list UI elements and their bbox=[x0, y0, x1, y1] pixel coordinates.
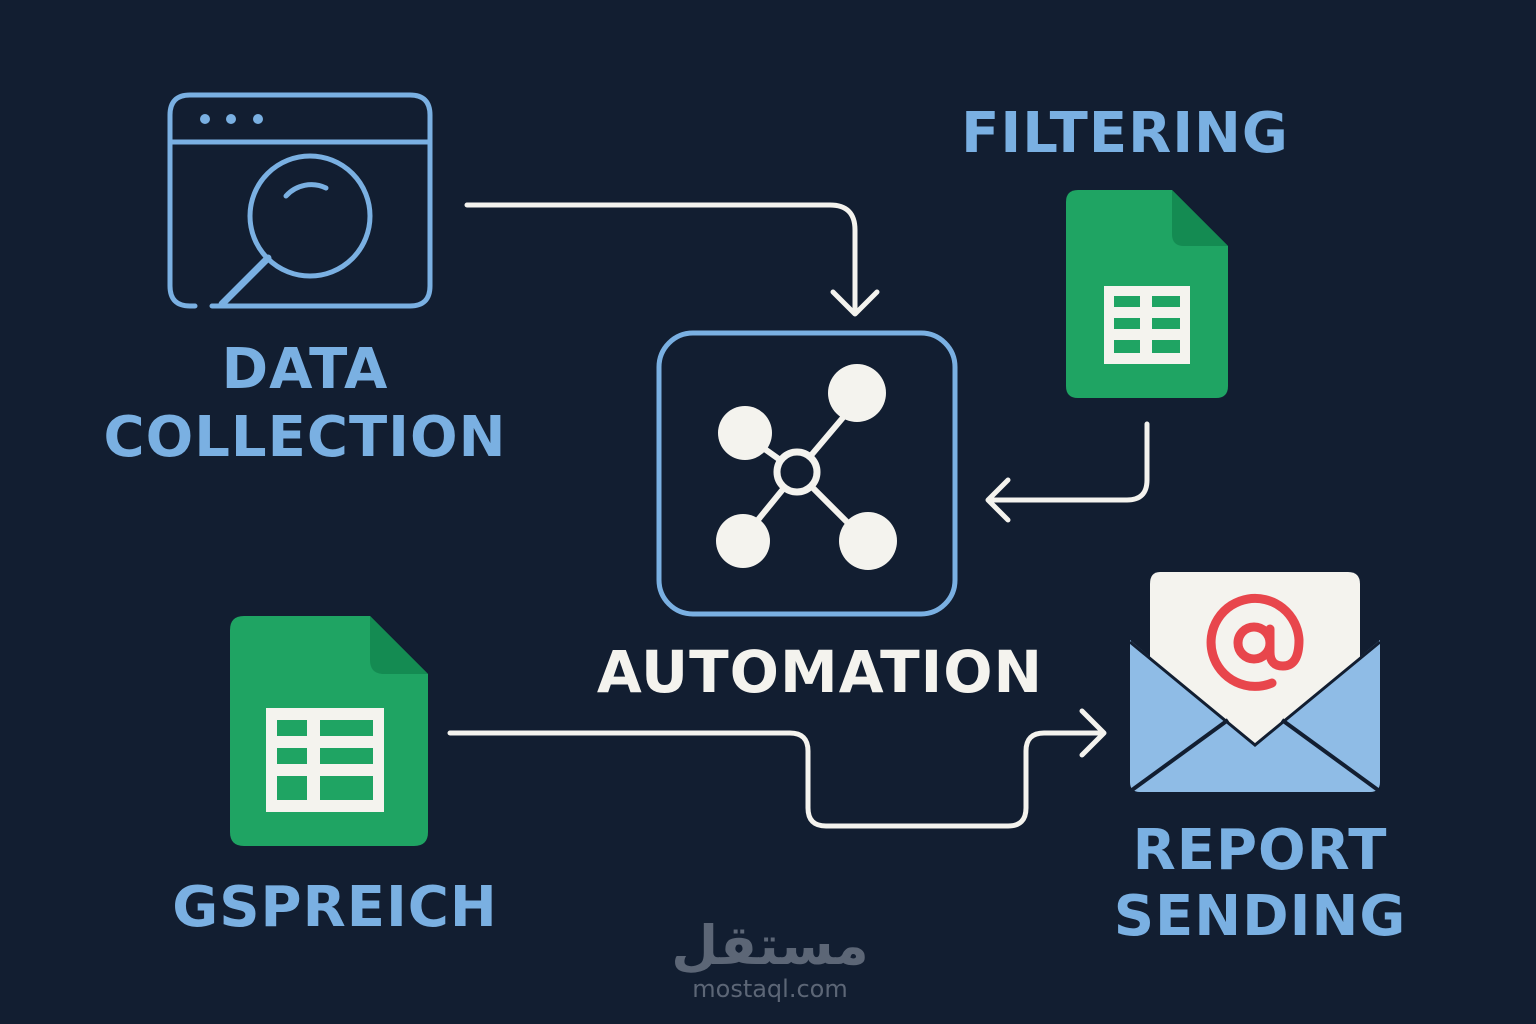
report-sending-label: REPORT SENDING bbox=[1100, 818, 1420, 950]
google-sheets-icon bbox=[1066, 190, 1228, 398]
watermark: مستقل mostaql.com bbox=[640, 918, 900, 1004]
filtering-label: FILTERING bbox=[961, 101, 1289, 166]
automation-label: AUTOMATION bbox=[596, 638, 1044, 706]
data-collection-label-line1: DATA bbox=[221, 337, 389, 402]
at-sign-icon bbox=[1206, 593, 1304, 691]
gspreich-label: GSPREICH bbox=[172, 875, 498, 940]
watermark-url: mostaql.com bbox=[692, 975, 848, 1003]
arrow-filtering-to-automation bbox=[985, 421, 1150, 523]
data-collection-label-line2: COLLECTION bbox=[103, 405, 507, 470]
report-sending-label-line2: SENDING bbox=[1113, 884, 1407, 949]
google-sheets-icon bbox=[230, 616, 428, 846]
data-collection-label: DATA COLLECTION bbox=[95, 336, 515, 472]
arrow-collection-to-automation bbox=[464, 202, 880, 317]
browser-search-icon bbox=[167, 92, 433, 309]
report-sending-label-line1: REPORT bbox=[1132, 818, 1388, 883]
watermark-arabic: مستقل bbox=[671, 914, 869, 977]
email-envelope-icon bbox=[1129, 572, 1381, 792]
arrow-gspreich-to-report bbox=[447, 708, 1107, 829]
network-nodes-icon bbox=[656, 330, 958, 617]
